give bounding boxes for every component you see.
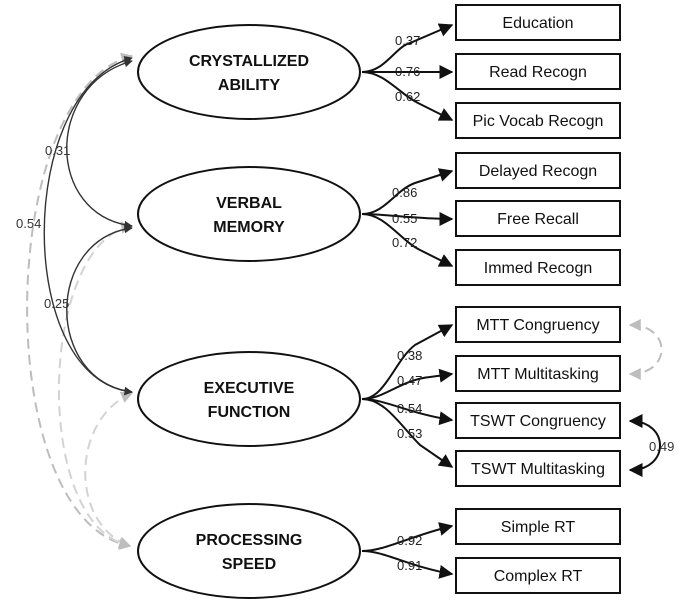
svg-text:Delayed Recogn: Delayed Recogn xyxy=(479,163,597,180)
loading-value-simple-rt: 0.92 xyxy=(397,533,422,548)
indicator-simple-rt: Simple RT xyxy=(455,508,621,545)
svg-text:Immed Recogn: Immed Recogn xyxy=(484,260,593,277)
loading-value-complex-rt: 0.91 xyxy=(397,558,422,573)
factor-verbal-memory: VERBAL MEMORY xyxy=(137,166,361,262)
loading-value-tswt-congruency: 0.54 xyxy=(397,401,422,416)
svg-text:TSWT Congruency: TSWT Congruency xyxy=(470,413,606,430)
loading-arrow-complex-rt xyxy=(361,550,454,579)
indicator-delayed-recogn: Delayed Recogn xyxy=(455,152,621,189)
dashed-corr-verbal-processing xyxy=(58,221,134,550)
loading-value-pic-vocab-recogn: 0.62 xyxy=(395,89,420,104)
factor-processing-speed: PROCESSING SPEED xyxy=(137,503,361,599)
svg-text:PROCESSING: PROCESSING xyxy=(196,532,303,549)
indicator-mtt-multitasking: MTT Multitasking xyxy=(455,355,621,392)
loading-arrow-delayed-recogn xyxy=(361,168,454,215)
loading-arrow-mtt-multitasking xyxy=(361,368,454,400)
svg-text:Complex RT: Complex RT xyxy=(494,568,583,585)
loading-value-education: 0.37 xyxy=(395,33,420,48)
svg-text:MEMORY: MEMORY xyxy=(213,219,285,236)
svg-text:Pic Vocab Recogn: Pic Vocab Recogn xyxy=(473,113,604,130)
indicator-free-recall: Free Recall xyxy=(455,200,621,237)
dashed-residual-mtt xyxy=(628,319,663,380)
indicator-complex-rt: Complex RT xyxy=(455,557,621,594)
corr-label-crystallized-verbal: 0.31 xyxy=(45,143,70,158)
svg-text:SPEED: SPEED xyxy=(222,556,276,573)
indicator-tswt-multitasking: TSWT Multitasking xyxy=(455,450,621,487)
svg-text:MTT Congruency: MTT Congruency xyxy=(476,317,599,334)
svg-text:Simple RT: Simple RT xyxy=(501,519,576,536)
indicator-mtt-congruency: MTT Congruency xyxy=(455,306,621,343)
dashed-corr-crystallized-processing xyxy=(26,52,134,550)
corr-verbal-executive xyxy=(66,224,133,396)
indicator-pic-vocab-recogn: Pic Vocab Recogn xyxy=(455,102,621,139)
corr-label-verbal-executive: 0.25 xyxy=(44,296,69,311)
svg-text:Free Recall: Free Recall xyxy=(497,211,579,228)
loading-value-mtt-multitasking: 0.47 xyxy=(397,373,422,388)
loading-value-immed-recogn: 0.72 xyxy=(392,235,417,250)
loading-arrow-tswt-multitasking xyxy=(361,398,454,468)
svg-text:TSWT Multitasking: TSWT Multitasking xyxy=(471,461,605,478)
svg-text:ABILITY: ABILITY xyxy=(218,77,281,94)
indicator-tswt-congruency: TSWT Congruency xyxy=(455,402,621,439)
svg-text:Education: Education xyxy=(502,15,573,32)
loading-value-delayed-recogn: 0.86 xyxy=(392,185,417,200)
svg-text:EXECUTIVE: EXECUTIVE xyxy=(204,380,295,397)
svg-text:CRYSTALLIZED: CRYSTALLIZED xyxy=(189,53,309,70)
svg-text:Read Recogn: Read Recogn xyxy=(489,64,587,81)
indicator-read-recogn: Read Recogn xyxy=(455,53,621,90)
corr-crystallized-executive xyxy=(43,55,133,396)
residual-corr-tswt xyxy=(628,414,661,477)
residual-corr-label-tswt: 0.49 xyxy=(649,439,674,454)
loading-value-free-recall: 0.55 xyxy=(392,211,417,226)
factor-crystallized-ability: CRYSTALLIZED ABILITY xyxy=(137,24,361,120)
loading-value-read-recogn: 0.76 xyxy=(395,64,420,79)
indicator-education: Education xyxy=(455,4,621,41)
factor-executive-function: EXECUTIVE FUNCTION xyxy=(137,351,361,447)
loading-arrow-immed-recogn xyxy=(361,213,454,267)
loading-value-mtt-congruency: 0.38 xyxy=(397,348,422,363)
svg-text:MTT Multitasking: MTT Multitasking xyxy=(477,366,599,383)
indicator-immed-recogn: Immed Recogn xyxy=(455,249,621,286)
dashed-corr-executive-processing xyxy=(84,391,134,549)
svg-text:FUNCTION: FUNCTION xyxy=(208,404,291,421)
svg-text:VERBAL: VERBAL xyxy=(216,195,282,212)
loading-value-tswt-multitasking: 0.53 xyxy=(397,426,422,441)
loading-arrow-pic-vocab-recogn xyxy=(361,71,454,121)
corr-label-crystallized-executive: 0.54 xyxy=(16,216,41,231)
corr-crystallized-verbal xyxy=(66,58,133,230)
